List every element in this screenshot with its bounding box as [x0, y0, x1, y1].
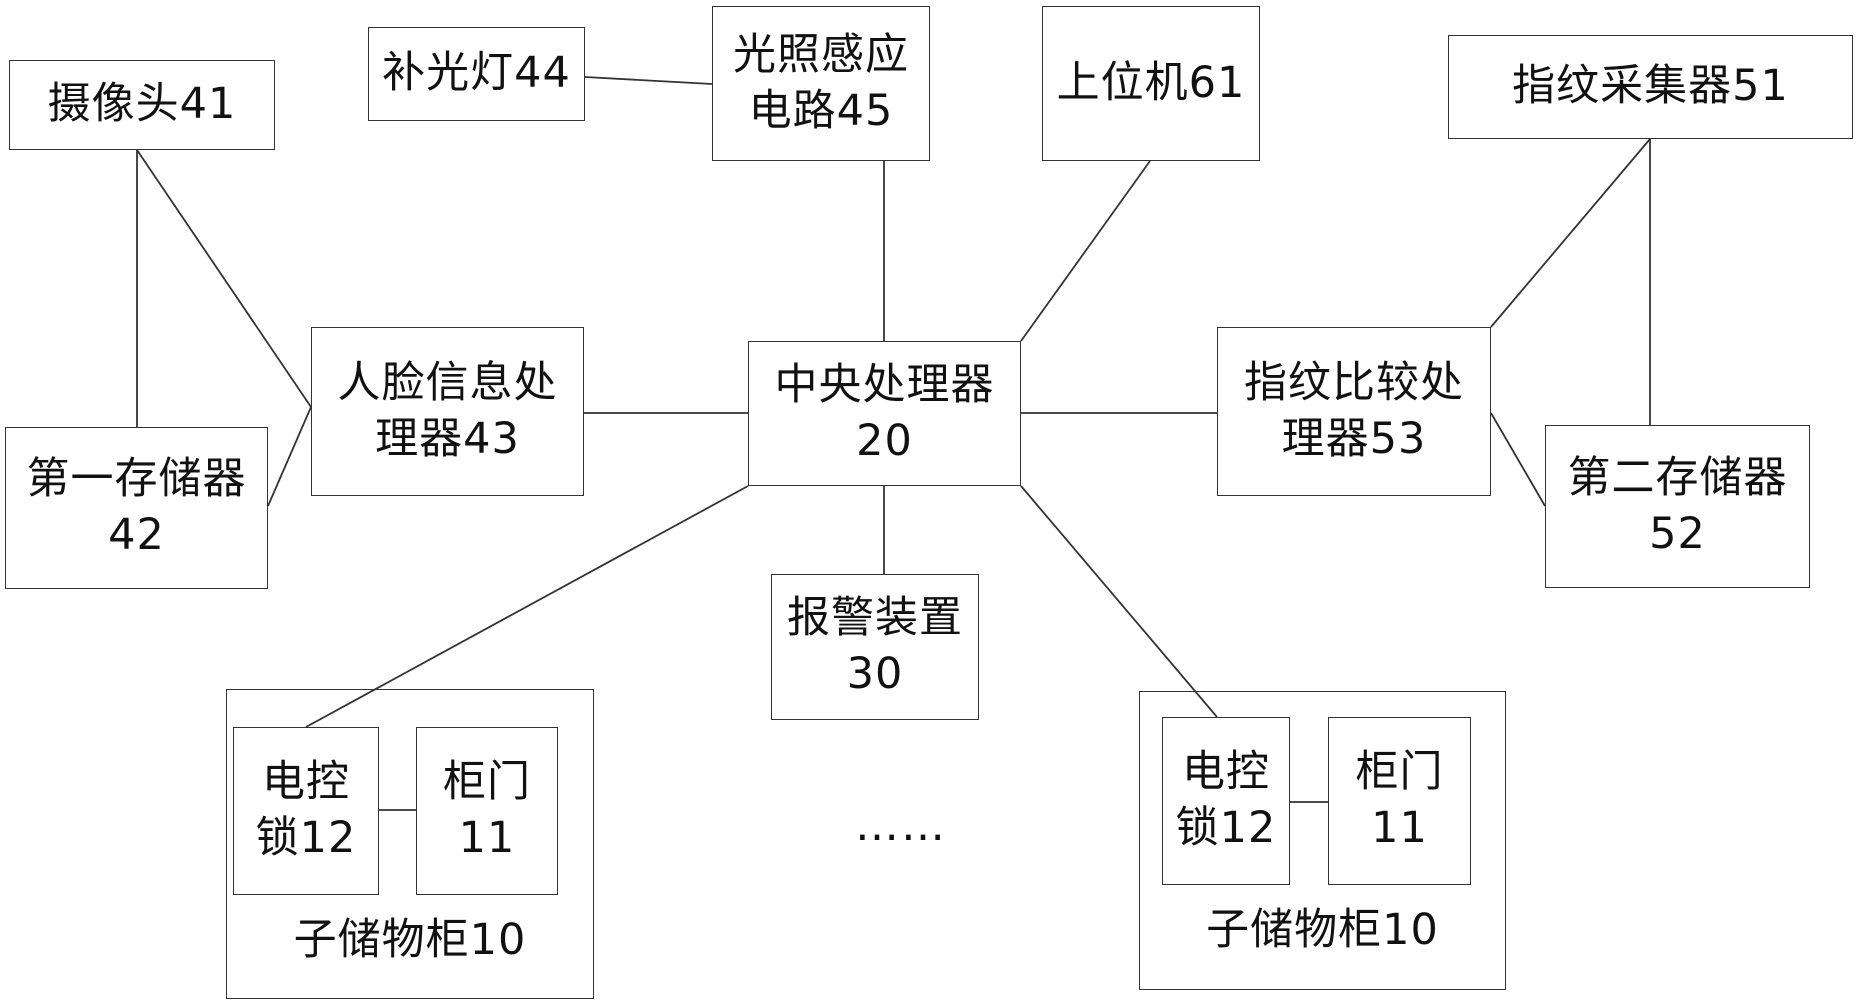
- fingerprint-collector-label: 指纹采集器51: [1512, 61, 1789, 112]
- cpu-label-line1: 中央处理器: [774, 359, 995, 410]
- door-left-box: 柜门 11: [416, 727, 558, 895]
- alarm-label-line2: 30: [846, 649, 904, 699]
- second-memory-label-line1: 第二存储器: [1567, 452, 1788, 503]
- fingerprint-processor-label-line2: 理器53: [1281, 413, 1427, 464]
- first-memory-label-line2: 42: [108, 510, 165, 560]
- face-processor-label-line2: 理器43: [375, 413, 520, 464]
- lock-left-label-line1: 电控: [262, 757, 350, 808]
- door-left-label-line1: 柜门: [443, 757, 531, 808]
- lock-right-label-line2: 锁12: [1175, 803, 1277, 853]
- fingerprint-collector-box: 指纹采集器51: [1448, 35, 1853, 139]
- door-right-label-line1: 柜门: [1355, 747, 1444, 798]
- cabinet-right-caption: 子储物柜10: [1206, 905, 1439, 955]
- fill-light-box: 补光灯44: [368, 27, 585, 121]
- camera-label: 摄像头41: [47, 79, 237, 130]
- first-memory-box: 第一存储器 42: [5, 427, 268, 589]
- light-sensor-box: 光照感应 电路45: [712, 6, 930, 161]
- cpu-label-line2: 20: [856, 415, 913, 466]
- wire-cpu-right-lock: [1020, 485, 1218, 718]
- more-cabinets-ellipsis: ……: [855, 800, 947, 851]
- wire-fingerprint-processor-second-memory: [1490, 412, 1546, 507]
- cabinet-left-caption: 子储物柜10: [293, 915, 527, 965]
- first-memory-label-line1: 第一存储器: [26, 454, 247, 505]
- fingerprint-processor-box: 指纹比较处 理器53: [1217, 327, 1491, 496]
- alarm-box: 报警装置 30: [771, 574, 979, 720]
- cabinet-right: [1139, 691, 1506, 990]
- light-sensor-label-line1: 光照感应: [733, 29, 909, 80]
- wire-camera-face-processor: [136, 149, 312, 408]
- second-memory-box: 第二存储器 52: [1545, 425, 1810, 588]
- camera-box: 摄像头41: [9, 60, 275, 150]
- door-right-label-line2: 11: [1371, 803, 1428, 853]
- host-computer-box: 上位机61: [1042, 6, 1260, 161]
- face-processor-label-line1: 人脸信息处: [337, 357, 558, 408]
- fingerprint-processor-label-line1: 指纹比较处: [1244, 357, 1464, 408]
- wire-first-memory-face-processor: [267, 406, 312, 507]
- door-left-label-line2: 11: [458, 813, 516, 863]
- wire-fill-light-light-sensor: [584, 76, 713, 85]
- light-sensor-label-line2: 电路45: [748, 85, 894, 136]
- cabinet-left: [226, 689, 594, 999]
- door-right-box: 柜门 11: [1328, 717, 1471, 885]
- wire-cpu-left-lock: [305, 485, 749, 728]
- wire-host-cpu: [1020, 160, 1151, 342]
- lock-right-box: 电控 锁12: [1162, 717, 1290, 885]
- host-computer-label: 上位机61: [1056, 57, 1246, 108]
- face-processor-box: 人脸信息处 理器43: [311, 327, 584, 496]
- alarm-label-line1: 报警装置: [787, 593, 963, 644]
- lock-left-label-line2: 锁12: [255, 813, 357, 863]
- wire-collector-fingerprint-processor: [1490, 138, 1651, 328]
- fill-light-label: 补光灯44: [382, 48, 571, 99]
- cpu-box: 中央处理器 20: [748, 341, 1021, 486]
- lock-right-label-line1: 电控: [1182, 747, 1270, 798]
- lock-left-box: 电控 锁12: [233, 727, 379, 895]
- second-memory-label-line2: 52: [1649, 508, 1706, 559]
